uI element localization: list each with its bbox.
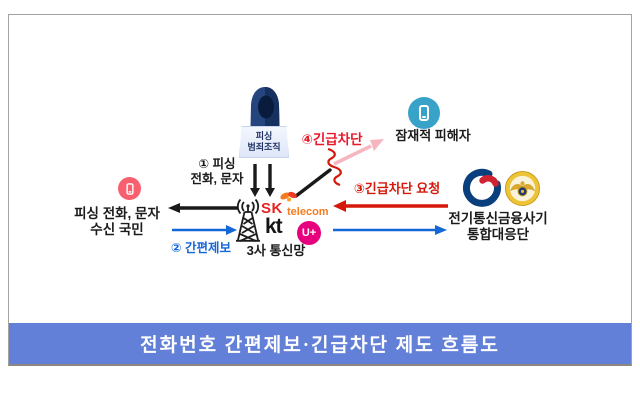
phishing-org-line1: 피싱 <box>255 130 273 141</box>
arrow-citizen-report-to-carriers <box>172 225 237 235</box>
citizen-node <box>118 177 141 200</box>
phishing-org-line2: 범죄조직 <box>247 142 281 152</box>
title-banner: 전화번호 간편제보·긴급차단 제도 흐름도 <box>9 323 631 364</box>
citizen-line1: 피싱 전화, 문자 <box>74 206 160 221</box>
arrow-blocked-to-victim <box>333 139 384 166</box>
step1-label: ① 피싱 전화, 문자 <box>188 157 246 187</box>
phishing-org-sign: 피싱 범죄조직 <box>239 126 289 158</box>
uplus-logo: U+ <box>297 221 321 245</box>
arrow-carriers-to-citizen <box>168 203 238 213</box>
response-team-line2: 통합대응단 <box>466 226 530 242</box>
step4-label: ④긴급차단 <box>301 132 363 147</box>
smartphone-icon <box>419 105 429 121</box>
arrow-carriers-to-response-team <box>333 225 447 235</box>
step2-label: ② 간편제보 <box>170 241 232 255</box>
response-team-line1: 전기통신금융사기 <box>448 211 548 226</box>
kt-logo-text: kt <box>265 215 283 238</box>
response-team-label: 전기통신금융사기 통합대응단 <box>440 211 556 242</box>
smartphone-icon <box>125 182 134 195</box>
carriers-caption: 3사 통신망 <box>246 243 306 258</box>
citizen-line2: 수신 국민 <box>90 221 144 237</box>
sk-telecom-text: telecom <box>287 206 329 218</box>
victim-node <box>408 97 440 129</box>
citizen-label: 피싱 전화, 문자 수신 국민 <box>61 206 173 237</box>
blocked-call-line <box>294 168 332 198</box>
victim-label: 잠재적 피해자 <box>395 128 471 143</box>
radio-tower-icon <box>236 198 260 242</box>
diagram-title: 전화번호 간편제보·긴급차단 제도 흐름도 <box>140 335 500 356</box>
block-squiggle-icon <box>327 147 342 187</box>
sk-butterfly-icon <box>280 191 297 202</box>
sk-logo-text: SK <box>261 200 283 217</box>
hooded-figure-icon <box>250 87 280 127</box>
police-emblem <box>504 170 541 207</box>
step1-line1: ① 피싱 <box>198 157 236 171</box>
step3-label: ③긴급차단 요청 <box>353 181 441 196</box>
korea-government-emblem <box>463 168 501 207</box>
step1-line2: 전화, 문자 <box>190 171 244 186</box>
arrows-phishing-to-carriers <box>250 164 275 197</box>
arrow-block-request-to-carriers <box>333 200 448 212</box>
